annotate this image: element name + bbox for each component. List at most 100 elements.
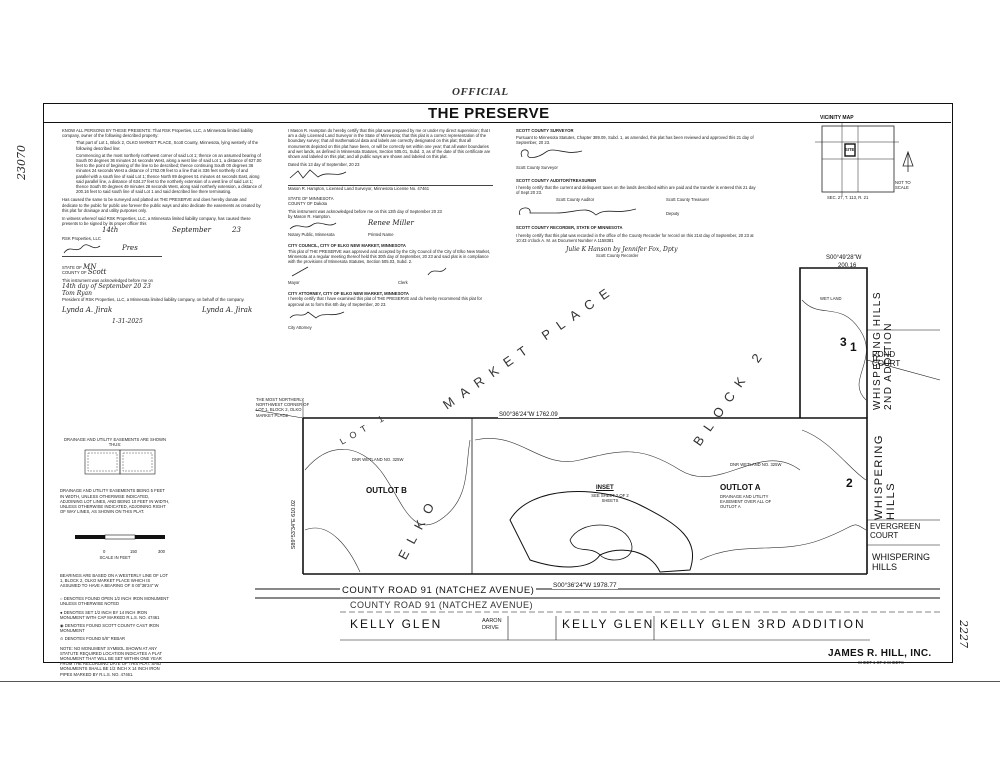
- lot-2-number: 2: [846, 476, 853, 490]
- attorney-signature: [289, 311, 345, 319]
- auditor-text: I hereby certify that the current and de…: [516, 185, 756, 196]
- vicinity-scale: NOT TO SCALE: [895, 180, 911, 191]
- witness-year: 23: [232, 226, 241, 235]
- county-surveyor-heading: SCOTT COUNTY SURVEYOR: [516, 128, 574, 133]
- kelly-glen-2: KELLY GLEN: [562, 617, 655, 631]
- symbol-2: ● DENOTES SET 1/2 INCH BY 14 INCH IRON M…: [60, 609, 160, 620]
- evergreen-court: EVERGREEN COURT: [870, 522, 921, 540]
- auditor-labels: Scott County Auditor Scott County Treasu…: [516, 197, 756, 203]
- lot-3-number: 3: [840, 335, 847, 349]
- lot-1-number: 1: [850, 340, 857, 354]
- county-value: Scott: [87, 267, 107, 276]
- inset-sub: SEE SHEET 2 OF 2 SHEETS: [591, 493, 629, 504]
- surveyor-dated: Dated this 13 day of September, 20 23: [288, 162, 360, 168]
- surveyor-printed-label: Printed Name: [368, 232, 394, 238]
- vicinity-map-drawing: [815, 122, 914, 196]
- whispering-2: WHISPERING HILLS: [872, 552, 931, 572]
- doc-number-left: 23070: [15, 145, 28, 180]
- symbol-1: ○ DENOTES FOUND OPEN 1/2 INCH IRON MONUM…: [60, 596, 169, 607]
- county-road-1: COUNTY ROAD 91 (NATCHEZ AVENUE): [340, 585, 537, 596]
- surveyor-county: COUNTY OF Dakota: [288, 200, 328, 206]
- ack-role: President of RSK Properties, LLC, a Minn…: [62, 297, 245, 303]
- attorney-text: I hereby certify that I have examined th…: [288, 296, 482, 307]
- witness-month: September: [172, 226, 211, 235]
- clerk-label: Clerk: [398, 280, 408, 286]
- council-text: This plat of THE PRESERVE was approved a…: [288, 248, 491, 265]
- owner-title: Pres: [122, 243, 138, 252]
- bearing-west: S89°53'34"E 610.02: [291, 500, 297, 550]
- easement-text: DRAINAGE AND UTILITY EASEMENTS BEING 5 F…: [60, 488, 170, 515]
- deputy-label: Deputy: [666, 211, 680, 217]
- owner-signature: [63, 244, 101, 253]
- vicinity-map: SITE SEC. 27, T. 113, R. 21 NOT TO SCALE: [807, 122, 927, 202]
- sheet-number: SHEET 1 OF 2 SHEETS: [858, 660, 904, 665]
- wetland-2: DNR WETLAND NO. 325W: [730, 462, 782, 467]
- vicinity-map-label: VICINITY MAP: [820, 115, 854, 121]
- corner-note: THE MOST NORTHERLY NORTHWEST CORNER OF L…: [256, 397, 310, 418]
- surveyor-signature: [289, 169, 347, 180]
- treasurer-label: Scott County Treasurer: [666, 197, 710, 203]
- monument-note: NOTE: NO MONUMENT SYMBOL SHOWN AT ANY ST…: [60, 645, 162, 677]
- surveyor-cert-text: I Mason R. Hampton do hereby certify tha…: [288, 128, 491, 160]
- surveyor-certificate: I Mason R. Hampton do hereby certify tha…: [288, 128, 493, 330]
- scan-line: [0, 681, 1000, 682]
- cert-intro: KNOW ALL PERSONS BY THESE PRESENTS: That…: [62, 128, 254, 139]
- outlot-a-note: DRAINAGE AND UTILITY EASEMENT OVER ALL O…: [720, 494, 772, 510]
- surveyor-notary: Renee Miller: [288, 219, 493, 232]
- county-label: COUNTY OF: [62, 269, 87, 275]
- easement-diagram: [84, 450, 156, 475]
- surveyor-name: Mason R. Hampton, Licensed Land Surveyor…: [288, 185, 493, 191]
- distance-east-top: 200.16: [838, 263, 857, 269]
- title-underline: [43, 122, 951, 123]
- surveyor-notary-signature: [289, 223, 337, 230]
- notary-name: Lynda A. Jirak: [202, 306, 253, 315]
- surveyor-ack: This instrument was acknowledged before …: [288, 209, 442, 215]
- cert-dedication: Has caused the same to be surveyed and p…: [62, 197, 261, 213]
- official-stamp: OFFICIAL: [452, 86, 509, 98]
- council-heading: CITY COUNCIL, CITY OF ELKO NEW MARKET, M…: [288, 243, 406, 249]
- council-labels: Mayor Clerk: [288, 280, 493, 286]
- state-line: STATE OF MN: [62, 263, 262, 270]
- witness-day: 14th: [102, 226, 119, 235]
- vicinity-site: SITE: [845, 147, 855, 152]
- recorder-label: Scott County Recorder: [596, 253, 639, 259]
- auditor-label: Scott County Auditor: [556, 197, 595, 203]
- ack-date: 14th day of September 20 23: [62, 283, 151, 291]
- scale-bar: [75, 535, 165, 540]
- county-surveyor-label: Scott County Surveyor: [516, 164, 558, 170]
- outlot-b-label: OUTLOT B: [366, 486, 407, 495]
- auditor-signature-row: Deputy: [516, 203, 756, 219]
- company-name: JAMES R. HILL, INC.: [828, 648, 932, 659]
- kelly-glen-3: KELLY GLEN 3RD ADDITION: [660, 617, 866, 631]
- symbol-2-text: DENOTES SET 1/2 INCH BY 14 INCH IRON MON…: [60, 609, 160, 620]
- surveyor-state: STATE OF MINNESOTA: [288, 195, 334, 201]
- symbol-3: ◉ DENOTES FOUND SCOTT COUNTY CAST IRON M…: [60, 623, 160, 634]
- mayor-label: Mayor: [288, 280, 300, 286]
- recorder-heading: SCOTT COUNTY RECORDER, STATE OF MINNESOT…: [516, 225, 623, 231]
- wetland-1: DNR WETLAND NO. 325W: [352, 457, 404, 462]
- easement-heading: DRAINAGE AND UTILITY EASEMENTS ARE SHOWN…: [63, 437, 167, 448]
- scale-tick-0: 0: [103, 549, 106, 555]
- attorney-heading: CITY ATTORNEY, CITY OF ELKO NEW MARKET, …: [288, 291, 409, 297]
- inset-label: INSET: [596, 485, 614, 491]
- scale-label: SCALE IN FEET: [99, 555, 131, 561]
- whispering-1: WHISPERING HILLS: [873, 434, 897, 520]
- plat-border: [43, 103, 953, 663]
- company-name: RSK Properties, LLC: [62, 236, 101, 242]
- recorder-signature: Julie K Hanson by Jennifer Fox, Dpty: [566, 246, 678, 254]
- county-surveyor-signature: [520, 149, 583, 158]
- bearing-note: BEARINGS ARE BASED ON A WESTERLY LINE OF…: [60, 572, 168, 589]
- council-signatures: [288, 264, 493, 280]
- aaron-drive: AARON DRIVE: [482, 618, 502, 631]
- county-road-2: COUNTY ROAD 91 (NATCHEZ AVENUE): [350, 600, 534, 610]
- notary-signature: Lynda A. Jirak: [62, 306, 113, 315]
- surveyor-notary-name: Renee Miller: [368, 219, 414, 228]
- kelly-glen-1: KELLY GLEN: [350, 617, 443, 631]
- legend: DRAINAGE AND UTILITY EASEMENTS ARE SHOWN…: [60, 437, 170, 677]
- doc-number-right: 2227: [957, 620, 970, 648]
- cert-legal: Commencing at the most northerly northwe…: [76, 152, 262, 195]
- auditor-signature: [518, 208, 637, 216]
- county-surveyor-text: Pursuant to Minnesota Statutes, Chapter …: [516, 135, 754, 146]
- wet-land-label: WET LAND: [820, 296, 842, 301]
- cert-parcel: That part of Lot 1, Block 2, OLKO MARKET…: [76, 140, 259, 151]
